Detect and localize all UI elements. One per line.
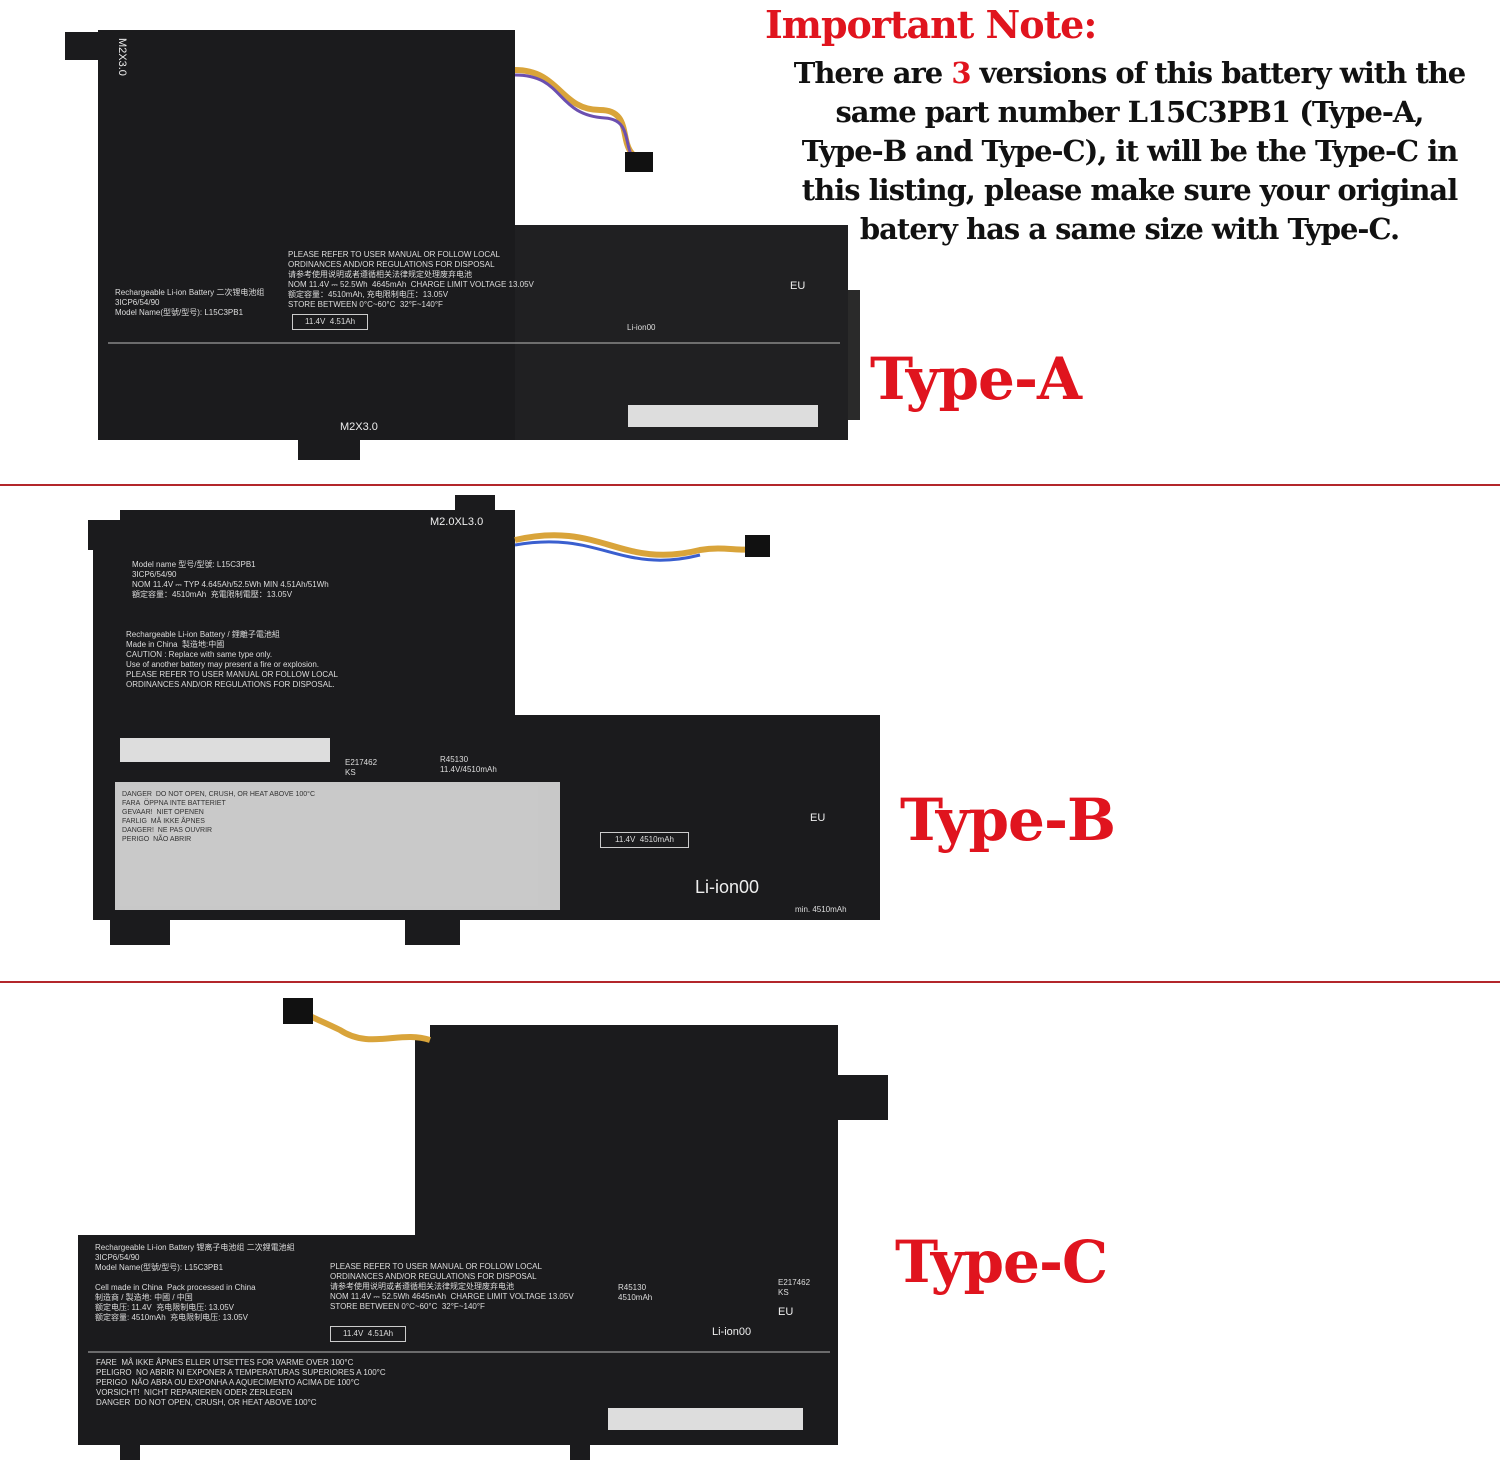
battery-a-model: Rechargeable Li-ion Battery 二次锂电池组 3ICP6… [115,288,265,317]
battery-type-a [65,30,860,460]
battery-b-pse: 11.4V 4510mAh [600,832,690,848]
battery-a-disposal: PLEASE REFER TO USER MANUAL OR FOLLOW LO… [288,250,534,309]
divider [0,484,1500,486]
note-text: this listing, please make sure your orig… [801,173,1458,207]
type-c-label: Type-C [895,1228,1108,1296]
note-text: versions of this battery with the [970,56,1467,90]
battery-b-ul: E217462 KS [345,758,378,777]
divider [0,981,1500,983]
battery-c-model: Rechargeable Li-ion Battery 锂离子电池组 二次鋰電池… [95,1243,295,1322]
battery-a-pse: 11.4V 4.51Ah [292,314,369,330]
note-text: same part number L15C3PB1 (Type-A, [835,95,1424,129]
battery-type-c [78,998,888,1460]
note-text: batery has a same size with Type-C. [859,212,1400,246]
battery-b-warnings: DANGER DO NOT OPEN, CRUSH, OR HEAT ABOVE… [118,786,538,906]
type-a-label: Type-A [870,345,1082,413]
type-b-label: Type-B [900,786,1116,854]
battery-c-eu: EU [778,1306,794,1318]
warnings-text: DANGER DO NOT OPEN, CRUSH, OR HEAT ABOVE… [122,791,316,843]
battery-a-eu: EU [790,280,806,292]
battery-c-ul: E217462 KS [778,1278,811,1297]
note-body: There are 3 versions of this battery wit… [762,54,1497,249]
battery-c-disposal: PLEASE REFER TO USER MANUAL OR FOLLOW LO… [330,1262,574,1311]
battery-b-liion: Li-ion00 [695,877,760,897]
battery-b-model: Model name 型号/型號: L15C3PB1 3ICP6/54/90 N… [132,560,329,599]
note-count: 3 [951,56,971,90]
battery-c-pse: 11.4V 4.51Ah [330,1326,407,1342]
battery-b-caution: Rechargeable Li-ion Battery / 鋰離子電池組 Mad… [126,630,338,689]
battery-a-liion: Li-ion00 [627,323,656,332]
battery-b-eu: EU [810,812,826,824]
note-title: Important Note: [765,2,1097,47]
battery-c-warnings: FARE MÅ IKKE ÅPNES ELLER UTSETTES FOR VA… [96,1358,386,1407]
battery-b-r: R45130 11.4V/4510mAh [440,755,497,774]
battery-b-min: min. 4510mAh [795,905,847,914]
note-text: Type-B and Type-C), it will be the Type-… [801,134,1459,168]
screw-label: M2.0XL3.0 [430,516,484,528]
note-text: There are [793,56,952,90]
screw-label: M2X3.0 [340,421,378,433]
battery-c-r: R45130 4510mAh [618,1283,653,1302]
screw-label: M2X3.0 [116,38,128,76]
battery-c-liion: Li-ion00 [712,1326,752,1338]
